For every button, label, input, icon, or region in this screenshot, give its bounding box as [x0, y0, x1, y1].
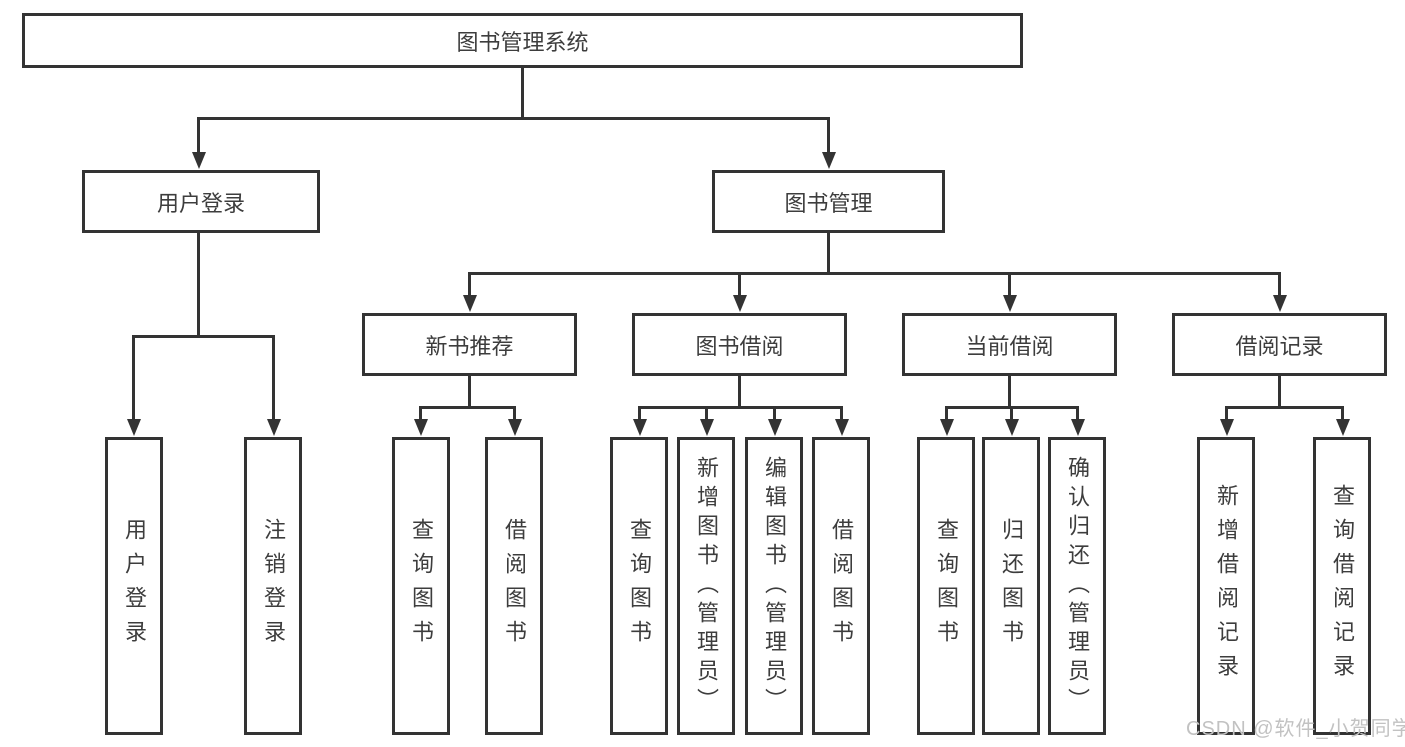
connector [827, 117, 830, 153]
node-query-books-3: 查询图书 [917, 437, 975, 735]
node-label: 确认归还（管理员） [1065, 455, 1090, 717]
connector [1225, 406, 1343, 409]
connector [419, 406, 516, 409]
arrowhead-icon [192, 152, 206, 169]
arrowhead-icon [1336, 419, 1350, 436]
arrowhead-icon [700, 419, 714, 436]
connector [1278, 376, 1281, 409]
node-label: 图书管理 [784, 190, 873, 216]
arrowhead-icon [1273, 295, 1287, 312]
connector [827, 233, 830, 275]
node-label: 借阅图书 [502, 518, 527, 654]
connector [513, 406, 516, 420]
node-query-books-2: 查询图书 [610, 437, 668, 735]
arrowhead-icon [267, 419, 281, 436]
connector [705, 406, 708, 420]
node-label: 借阅图书 [829, 518, 854, 654]
csdn-watermark: CSDN @软件_小贺同学 [1186, 718, 1405, 740]
connector [197, 117, 200, 153]
connector [132, 335, 275, 338]
arrowhead-icon [733, 295, 747, 312]
node-label: 归还图书 [999, 518, 1024, 654]
arrowhead-icon [508, 419, 522, 436]
node-current-borrowing: 当前借阅 [902, 313, 1117, 376]
connector [1278, 272, 1281, 296]
node-add-book-admin: 新增图书（管理员） [677, 437, 735, 735]
connector [945, 406, 948, 420]
node-confirm-return-admin: 确认归还（管理员） [1048, 437, 1106, 735]
node-query-borrow-record: 查询借阅记录 [1313, 437, 1371, 735]
connector [738, 376, 741, 409]
node-label: 新增图书（管理员） [694, 455, 719, 717]
connector [521, 68, 524, 120]
connector [468, 272, 1281, 275]
arrowhead-icon [1220, 419, 1234, 436]
arrowhead-icon [835, 419, 849, 436]
node-label: 用户登录 [156, 190, 245, 216]
arrowhead-icon [127, 419, 141, 436]
node-label: 新增借阅记录 [1214, 484, 1239, 688]
node-book-management: 图书管理 [712, 170, 945, 233]
connector [638, 406, 641, 420]
node-borrow-books-2: 借阅图书 [812, 437, 870, 735]
connector [468, 376, 471, 409]
connector [1341, 406, 1344, 420]
node-add-borrow-record: 新增借阅记录 [1197, 437, 1255, 735]
arrowhead-icon [1005, 419, 1019, 436]
connector [1008, 376, 1011, 409]
arrowhead-icon [768, 419, 782, 436]
node-label: 查询图书 [627, 518, 652, 654]
node-logout: 注销登录 [244, 437, 302, 735]
node-label: 当前借阅 [965, 333, 1054, 359]
connector [419, 406, 422, 420]
connector [468, 272, 471, 296]
node-user-login-leaf: 用户登录 [105, 437, 163, 735]
connector [1008, 272, 1011, 296]
connector [132, 335, 135, 419]
connector [638, 406, 842, 409]
arrowhead-icon [1003, 295, 1017, 312]
node-query-books-1: 查询图书 [392, 437, 450, 735]
node-label: 新书推荐 [425, 333, 514, 359]
connector [272, 335, 275, 419]
arrowhead-icon [940, 419, 954, 436]
node-label: 编辑图书（管理员） [762, 455, 787, 717]
connector [1010, 406, 1013, 420]
node-label: 图书借阅 [695, 333, 784, 359]
arrowhead-icon [633, 419, 647, 436]
node-book-borrowing: 图书借阅 [632, 313, 847, 376]
arrowhead-icon [414, 419, 428, 436]
connector [197, 117, 830, 120]
node-borrow-books-1: 借阅图书 [485, 437, 543, 735]
node-label: 用户登录 [122, 518, 147, 654]
node-root: 图书管理系统 [22, 13, 1023, 68]
connector [1076, 406, 1079, 420]
node-label: 查询图书 [409, 518, 434, 654]
node-new-book-recommend: 新书推荐 [362, 313, 577, 376]
connector [1225, 406, 1228, 420]
connector [773, 406, 776, 420]
node-label: 查询图书 [934, 518, 959, 654]
connector [840, 406, 843, 420]
node-borrow-records: 借阅记录 [1172, 313, 1387, 376]
connector [738, 272, 741, 296]
node-return-book: 归还图书 [982, 437, 1040, 735]
arrowhead-icon [822, 152, 836, 169]
node-edit-book-admin: 编辑图书（管理员） [745, 437, 803, 735]
node-label: 注销登录 [261, 518, 286, 654]
node-label: 借阅记录 [1235, 333, 1324, 359]
arrowhead-icon [1071, 419, 1085, 436]
arrowhead-icon [463, 295, 477, 312]
connector [197, 233, 200, 338]
node-root-label: 图书管理系统 [456, 29, 589, 55]
node-user-login: 用户登录 [82, 170, 320, 233]
node-label: 查询借阅记录 [1330, 484, 1355, 688]
